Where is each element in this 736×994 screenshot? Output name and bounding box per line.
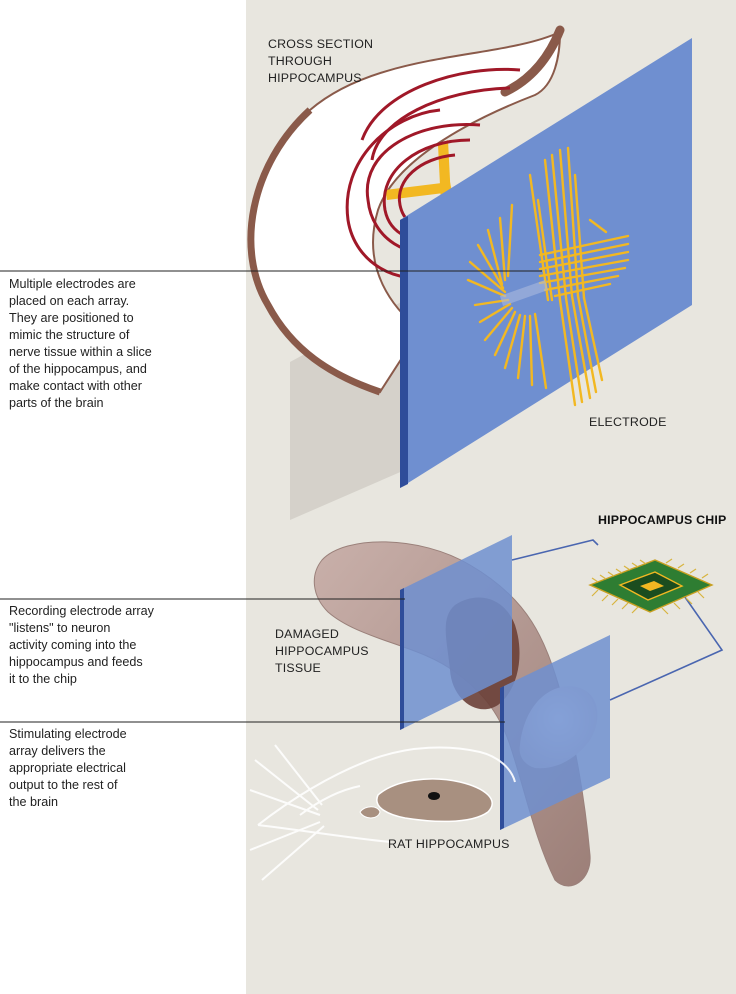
stimulating-array-callout: Stimulating electrode array delivers the… xyxy=(9,726,239,811)
multiple-electrodes-callout: Multiple electrodes are placed on each a… xyxy=(9,276,239,412)
rat-hippocampus-label: RAT HIPPOCAMPUS xyxy=(388,836,510,853)
cross-section-label: CROSS SECTION THROUGH HIPPOCAMPUS xyxy=(268,36,373,87)
hippocampus-chip-label: HIPPOCAMPUS CHIP xyxy=(598,512,727,529)
damaged-tissue-label: DAMAGED HIPPOCAMPUS TISSUE xyxy=(275,626,369,677)
recording-array-callout: Recording electrode array "listens" to n… xyxy=(9,603,239,688)
electrode-label: ELECTRODE xyxy=(589,414,667,431)
rat-hippocampus-highlight xyxy=(428,792,440,800)
